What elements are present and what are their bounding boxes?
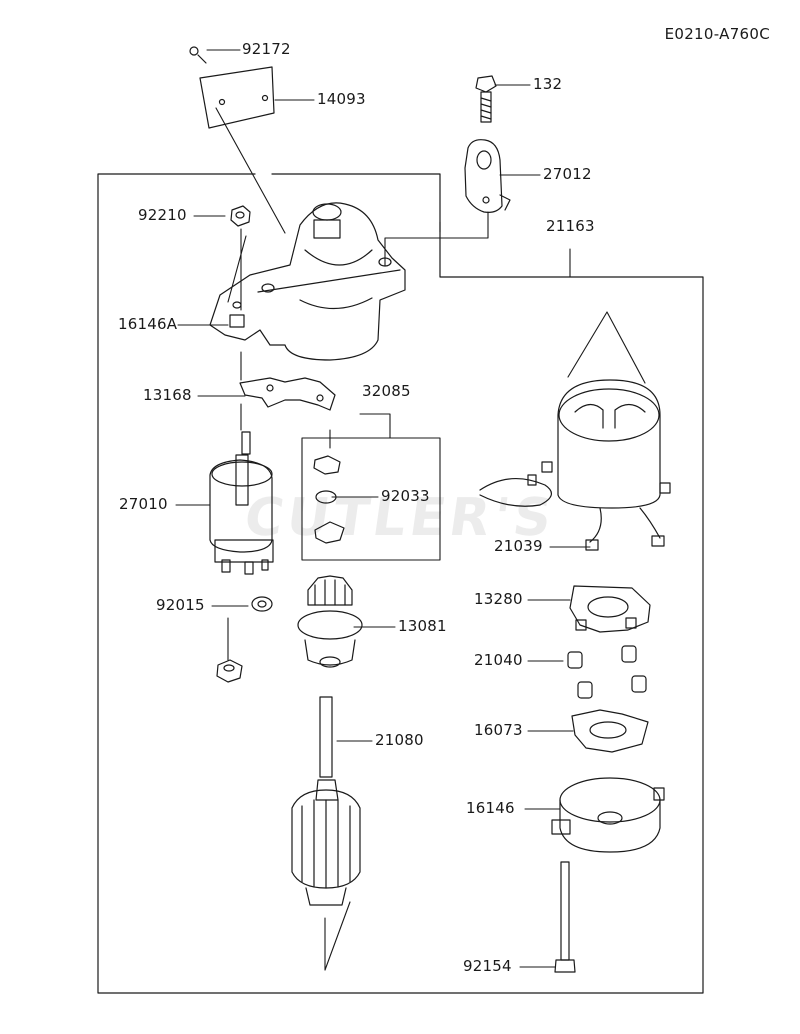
lever-13168 xyxy=(240,378,335,410)
callout-13168[interactable]: 13168 xyxy=(143,386,192,404)
housing-16146A xyxy=(210,203,405,360)
callout-32085[interactable]: 32085 xyxy=(362,382,411,400)
callout-92015[interactable]: 92015 xyxy=(156,596,205,614)
callout-92033[interactable]: 92033 xyxy=(381,487,430,505)
brush-holder-13280 xyxy=(570,586,650,632)
callout-92210[interactable]: 92210 xyxy=(138,206,187,224)
pinion-13081 xyxy=(298,576,362,667)
callout-16146[interactable]: 16146 xyxy=(466,799,515,817)
diagram-id: E0210-A760C xyxy=(664,25,770,43)
callout-14093[interactable]: 14093 xyxy=(317,90,366,108)
assembly-frame xyxy=(98,174,703,993)
springs-21040 xyxy=(568,646,646,698)
callout-21039[interactable]: 21039 xyxy=(494,537,543,555)
nut-92015 xyxy=(217,597,272,682)
callout-27012[interactable]: 27012 xyxy=(543,165,592,183)
bracket-27012 xyxy=(465,140,510,213)
screw-92172 xyxy=(190,47,206,63)
plate-14093 xyxy=(200,67,274,128)
callout-13081[interactable]: 13081 xyxy=(398,617,447,635)
plate-16073 xyxy=(572,710,648,752)
callout-13280[interactable]: 13280 xyxy=(474,590,523,608)
yoke-21163 xyxy=(480,380,670,550)
callout-21163[interactable]: 21163 xyxy=(546,217,595,235)
nut-92210 xyxy=(231,206,250,226)
callout-132[interactable]: 132 xyxy=(533,75,563,93)
bolt-132 xyxy=(476,76,496,122)
callout-16073[interactable]: 16073 xyxy=(474,721,523,739)
callout-27010[interactable]: 27010 xyxy=(119,495,168,513)
armature-21080 xyxy=(292,697,360,905)
callout-21040[interactable]: 21040 xyxy=(474,651,523,669)
solenoid-27010 xyxy=(210,432,273,574)
callout-92172[interactable]: 92172 xyxy=(242,40,291,58)
kit-32085 xyxy=(314,456,344,543)
connector-lines xyxy=(176,50,645,970)
end-cover-16146 xyxy=(552,778,664,852)
callout-92154[interactable]: 92154 xyxy=(463,957,512,975)
callout-16146A[interactable]: 16146A xyxy=(118,315,178,333)
callout-21080[interactable]: 21080 xyxy=(375,731,424,749)
bolt-92154 xyxy=(555,862,575,972)
